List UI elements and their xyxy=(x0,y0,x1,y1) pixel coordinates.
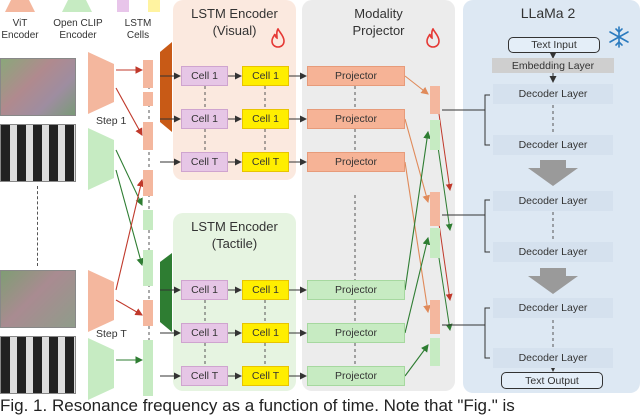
clip-legend-label: Open CLIP Encoder xyxy=(53,18,103,41)
vit-legend-icon xyxy=(5,0,35,12)
projected-token-4 xyxy=(430,228,440,258)
input-token-2 xyxy=(143,92,153,106)
lstm-visual-panel xyxy=(173,0,296,180)
visual-cell-2a: Cell 1 xyxy=(181,109,228,129)
decoder-layer-6: Decoder Layer xyxy=(493,348,613,368)
text-output-box: Text Output xyxy=(501,372,603,389)
lstm-legend-swatch-2 xyxy=(148,0,160,12)
arrow-clip1-to-token xyxy=(115,149,143,206)
decoder-layer-5: Decoder Layer xyxy=(493,298,613,318)
tactile-frame-image-bottom xyxy=(0,336,76,394)
lstm-legend-swatch-1 xyxy=(117,0,129,12)
input-token-9 xyxy=(143,372,153,396)
lstm-tactile-title: LSTM Encoder (Tactile) xyxy=(191,219,278,251)
flame-icon-projector xyxy=(426,28,440,48)
text-input-box: Text Input xyxy=(508,37,600,53)
projected-token-column xyxy=(430,0,441,400)
clip-encoder-top xyxy=(88,128,114,190)
visual-frame-image-bottom xyxy=(0,270,76,328)
visual-bracket xyxy=(160,42,172,132)
decoder-layer-4: Decoder Layer xyxy=(493,242,613,262)
figure-caption: Fig. 1. Resonance frequency as a functio… xyxy=(0,396,515,415)
projected-token-6 xyxy=(430,338,440,366)
arrow-vitT-to-token xyxy=(115,178,145,291)
visual-cell-tb: Cell T xyxy=(242,152,289,172)
snowflake-icon xyxy=(609,26,629,48)
visual-cell-1b: Cell 1 xyxy=(242,66,289,86)
projector-visual-1: Projector xyxy=(307,66,405,86)
input-token-column xyxy=(143,0,155,400)
input-token-5 xyxy=(143,210,153,230)
projector-tactile-1: Projector xyxy=(307,280,405,300)
projector-title: Modality Projector xyxy=(352,6,405,38)
input-token-1 xyxy=(143,60,153,88)
projected-token-2 xyxy=(430,120,440,150)
decoder-layer-1: Decoder Layer xyxy=(493,84,613,104)
vit-legend-label: ViT Encoder xyxy=(1,18,39,41)
input-token-6 xyxy=(143,250,153,286)
vit-encoder-top xyxy=(88,52,114,114)
tactile-cell-1a: Cell 1 xyxy=(181,280,228,300)
visual-frame-image-top xyxy=(0,58,76,116)
lstm-visual-title: LSTM Encoder (Visual) xyxy=(191,6,278,38)
vit-encoder-bottom xyxy=(88,270,114,332)
input-token-3 xyxy=(143,122,153,150)
input-token-7 xyxy=(143,300,153,326)
tactile-cell-ta: Cell T xyxy=(181,366,228,386)
projector-visual-t: Projector xyxy=(307,152,405,172)
visual-cell-2b: Cell 1 xyxy=(242,109,289,129)
tactile-cell-1b: Cell 1 xyxy=(242,280,289,300)
tactile-frame-image-top xyxy=(0,124,76,182)
arrow-vit1-to-token2 xyxy=(115,87,143,136)
decoder-layer-3: Decoder Layer xyxy=(493,191,613,211)
visual-cell-1a: Cell 1 xyxy=(181,66,228,86)
embedding-layer: Embedding Layer xyxy=(492,58,614,73)
step-1-label: Step 1 xyxy=(96,115,127,127)
clip-encoder-bottom xyxy=(88,338,114,400)
projector-tactile-t: Projector xyxy=(307,366,405,386)
tactile-cell-2a: Cell 1 xyxy=(181,323,228,343)
clip-legend-icon xyxy=(62,0,92,12)
lstm-tactile-panel xyxy=(173,213,296,391)
lstm-legend-label: LSTM Cells xyxy=(124,18,152,41)
projector-visual-2: Projector xyxy=(307,109,405,129)
llama-down-arrow-2 xyxy=(528,268,578,294)
tactile-cell-tb: Cell T xyxy=(242,366,289,386)
arrow-clip1-to-token2 xyxy=(115,169,144,267)
projected-token-5 xyxy=(430,300,440,334)
flame-icon-visual xyxy=(271,28,285,48)
tactile-bracket xyxy=(160,253,172,332)
projected-token-3 xyxy=(430,192,440,226)
projector-tactile-2: Projector xyxy=(307,323,405,343)
input-token-4 xyxy=(143,170,153,196)
decoder-layer-2: Decoder Layer xyxy=(493,135,613,155)
visual-cell-ta: Cell T xyxy=(181,152,228,172)
arrow-vitT-to-token2 xyxy=(115,299,143,316)
step-t-label: Step T xyxy=(96,328,127,340)
projected-token-1 xyxy=(430,86,440,114)
llama-down-arrow-1 xyxy=(528,160,578,186)
input-token-8 xyxy=(143,340,153,376)
frames-separator-line xyxy=(37,186,38,266)
tactile-cell-2b: Cell 1 xyxy=(242,323,289,343)
llama-title: LLaMa 2 xyxy=(520,5,576,21)
